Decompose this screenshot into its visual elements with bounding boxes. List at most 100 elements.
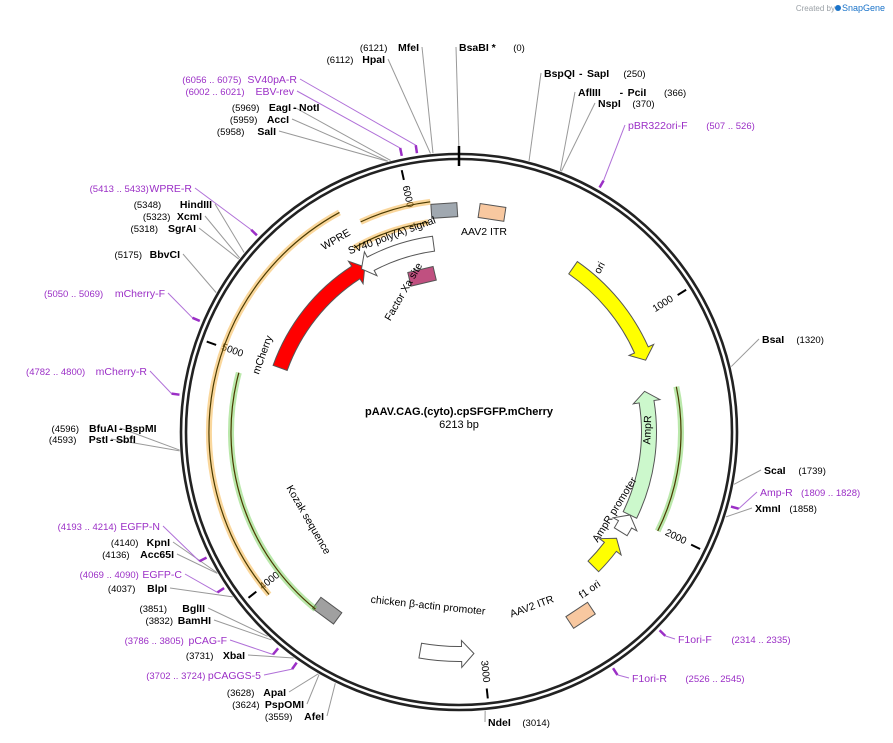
enzyme-separator: -	[110, 434, 114, 446]
primer-range: (3702 .. 3724)	[146, 671, 205, 682]
enzyme-position: (5175)	[115, 250, 142, 261]
feature-ampr-promoter[interactable]	[611, 514, 638, 537]
enzyme-name: XcmI	[177, 211, 202, 223]
enzyme-position: (5318)	[131, 224, 158, 235]
feature-sv40-poly-a-signal[interactable]	[430, 202, 459, 219]
enzyme-name: MfeI	[398, 42, 419, 54]
enzyme-leader	[559, 91, 576, 172]
plasmid-size: 6213 bp	[439, 419, 479, 431]
primer-site[interactable]: EGFP-N(4193 .. 4214)	[58, 521, 160, 533]
enzyme-site[interactable]: BspQI-SapI(250)	[544, 68, 646, 80]
primer-mark	[291, 661, 298, 670]
enzyme-name: BfuAI	[89, 423, 117, 435]
enzyme-site[interactable]: BsaBI *(0)	[459, 42, 525, 54]
primer-site[interactable]: EGFP-C(4069 .. 4090)	[80, 569, 183, 581]
watermark-brand: SnapGene	[842, 3, 885, 13]
primer-name: pCAGGS-5	[208, 670, 261, 682]
tick-label: 3000	[478, 660, 491, 684]
feature-factor-xa-site[interactable]	[407, 265, 437, 287]
feature-mcherry[interactable]	[272, 260, 366, 372]
enzyme-site[interactable]: XmnI(1858)	[755, 503, 817, 515]
enzyme-site[interactable]: NdeI(3014)	[488, 717, 550, 729]
primer-site[interactable]: pBR322ori-F(507 .. 526)	[628, 120, 755, 132]
enzyme-site[interactable]: PspOMI(3624)	[232, 699, 304, 711]
primer-site[interactable]: WPRE-R(5413 .. 5433)	[90, 183, 193, 195]
feature-aav2-itr[interactable]	[477, 203, 507, 222]
enzyme-site[interactable]: MfeI(6121)	[360, 42, 419, 54]
primer-leader	[162, 525, 200, 562]
enzyme-site[interactable]: HpaI(6112)	[327, 54, 385, 66]
enzyme-site[interactable]: BbvCI (5175)	[115, 249, 181, 261]
orf-line	[353, 221, 429, 249]
enzyme-name: ApaI	[263, 687, 286, 699]
orf-line	[360, 201, 431, 223]
enzyme-site[interactable]: BlpI(4037)	[108, 583, 167, 595]
tick-mark	[690, 543, 701, 550]
enzyme-separator: -	[579, 68, 583, 80]
feature-chicken-actin-promoter[interactable]	[418, 639, 475, 669]
primer-site[interactable]: EBV-rev(6002 .. 6021)	[185, 86, 294, 98]
feature-kozak-sequence[interactable]	[311, 596, 343, 625]
feature-label: Kozak sequence	[284, 483, 333, 556]
enzyme-site[interactable]: BglII(3851)	[140, 603, 206, 615]
enzyme-site[interactable]: AflIII-PciI(366)	[578, 87, 686, 99]
enzyme-site[interactable]: BsaI(1320)	[762, 334, 824, 346]
primer-site[interactable]: pCAGGS-5(3702 .. 3724)	[146, 670, 261, 682]
enzyme-position: (1739)	[798, 466, 825, 477]
primer-site[interactable]: pCAG-F(3786 .. 3805)	[125, 635, 227, 647]
feature-label: AAV2 ITR	[461, 226, 507, 238]
enzyme-name: HindIII	[180, 199, 212, 211]
enzyme-position: (5323)	[143, 212, 170, 223]
enzyme-site[interactable]: SgrAI(5318)	[131, 223, 197, 235]
enzyme-leader	[204, 215, 241, 259]
feature-ori[interactable]	[568, 260, 655, 361]
primer-site[interactable]: mCherry-R(4782 .. 4800)	[26, 366, 147, 378]
enzyme-site[interactable]: KpnI(4140)	[111, 537, 170, 549]
primer-mark	[191, 316, 201, 323]
primer-site[interactable]: F1ori-R(2526 .. 2545)	[632, 673, 745, 685]
primer-range: (507 .. 526)	[706, 121, 755, 132]
enzyme-position: (3832)	[146, 616, 173, 627]
primer-range: (4193 .. 4214)	[58, 522, 117, 533]
enzyme-site[interactable]: AfeI(3559)	[265, 711, 324, 723]
enzyme-name: SalI	[257, 126, 276, 138]
primer-site[interactable]: Amp-R (1809 .. 1828)	[760, 487, 860, 499]
primer-mark	[272, 647, 280, 656]
enzyme-position: (3014)	[522, 718, 549, 729]
primer-site[interactable]: F1ori-F(2314 .. 2335)	[678, 634, 791, 646]
feature-wpre[interactable]	[360, 235, 436, 277]
enzyme-site[interactable]: Acc65I(4136)	[102, 549, 174, 561]
enzyme-separator: -	[119, 423, 123, 435]
feature-ampr[interactable]	[622, 390, 662, 519]
feature-aav2-itr[interactable]	[565, 601, 596, 630]
enzyme-name: PstI	[89, 434, 108, 446]
primer-leader	[603, 124, 626, 181]
primer-site[interactable]: SV40pA-R(6056 .. 6075)	[182, 74, 297, 86]
primer-range: (2314 .. 2335)	[731, 635, 790, 646]
enzyme-name: Acc65I	[140, 549, 174, 561]
enzyme-name-2: PciI	[628, 87, 647, 99]
enzyme-name: BbvCI	[150, 249, 180, 261]
enzyme-site[interactable]: BamHI(3832)	[146, 615, 212, 627]
primer-name: SV40pA-R	[247, 74, 297, 86]
enzyme-site[interactable]: XbaI(3731)	[186, 650, 245, 662]
enzyme-site[interactable]: AccI(5959)	[230, 114, 289, 126]
enzyme-leader	[421, 46, 434, 154]
enzyme-name-2: SapI	[587, 68, 609, 80]
primer-range: (1809 .. 1828)	[801, 488, 860, 499]
primer-site[interactable]: mCherry-F(5050 .. 5069)	[44, 288, 165, 300]
enzyme-site[interactable]: HindIII(5348)	[134, 199, 212, 211]
enzyme-site[interactable]: SalI(5958)	[217, 126, 276, 138]
primer-range: (3786 .. 3805)	[125, 636, 184, 647]
enzyme-site[interactable]: ScaI(1739)	[764, 465, 826, 477]
enzyme-site[interactable]: XcmI (5323)	[143, 211, 202, 223]
enzyme-leader	[207, 607, 268, 637]
enzyme-site[interactable]: NspI(370)	[598, 98, 655, 110]
feature-f1-ori[interactable]	[587, 537, 622, 573]
enzyme-site[interactable]: ApaI(3628)	[227, 687, 286, 699]
enzyme-position: (366)	[664, 88, 686, 99]
primer-name: Amp-R	[760, 487, 793, 499]
